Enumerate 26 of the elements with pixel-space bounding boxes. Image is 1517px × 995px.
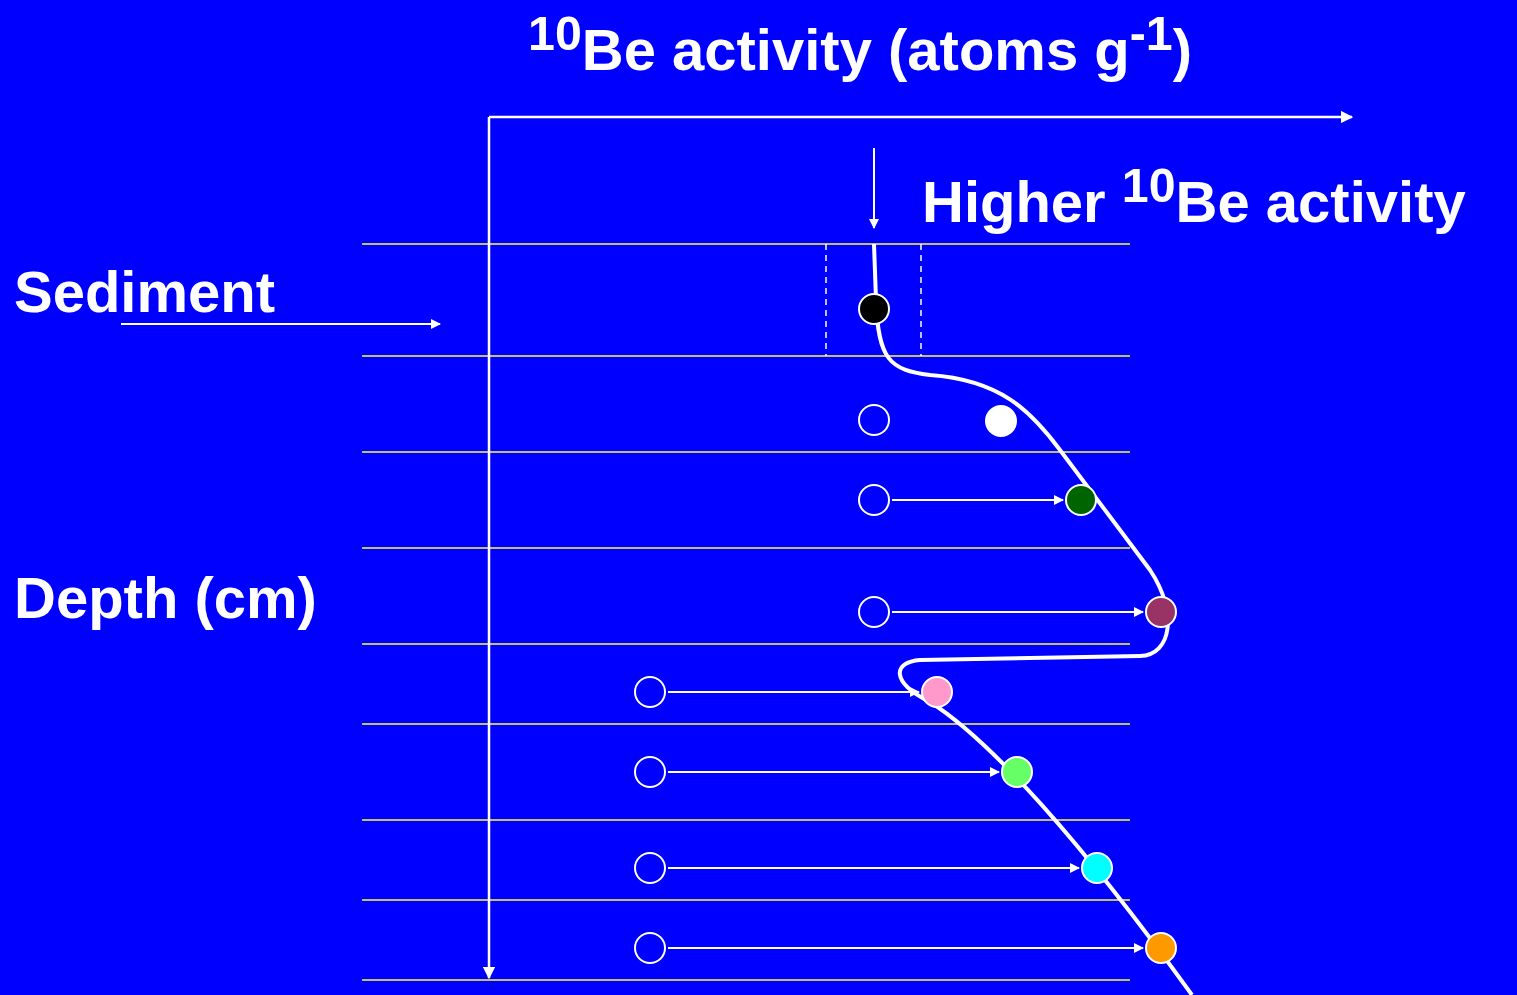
sample-dot — [858, 293, 890, 325]
sample-dot — [1145, 932, 1177, 964]
hollow-circle — [858, 596, 890, 628]
hollow-circle — [634, 756, 666, 788]
sample-dot — [1001, 756, 1033, 788]
axis-title: $^{10}$Be activity (atoms g$^{-1}$) — [528, 8, 1193, 82]
sample-dot — [1065, 484, 1097, 516]
axis-label: Depth (cm) — [14, 568, 317, 629]
annotation-text: Higher $^{10}$Be activity — [922, 160, 1466, 234]
hollow-circle — [634, 676, 666, 708]
arrow — [667, 943, 1144, 953]
arrow — [121, 319, 441, 329]
sample-dot — [985, 405, 1017, 437]
layer-label: Sediment — [14, 262, 276, 323]
hollow-circle — [858, 484, 890, 516]
sample-dot — [921, 676, 953, 708]
arrow — [891, 495, 1064, 505]
arrow — [891, 607, 1144, 617]
sample-dot — [1145, 596, 1177, 628]
hollow-circle — [634, 932, 666, 964]
arrow — [667, 687, 920, 697]
arrow — [667, 863, 1080, 873]
hollow-circle — [858, 404, 890, 436]
arrow — [667, 767, 1000, 777]
hollow-circle — [634, 852, 666, 884]
sample-dot — [1081, 852, 1113, 884]
